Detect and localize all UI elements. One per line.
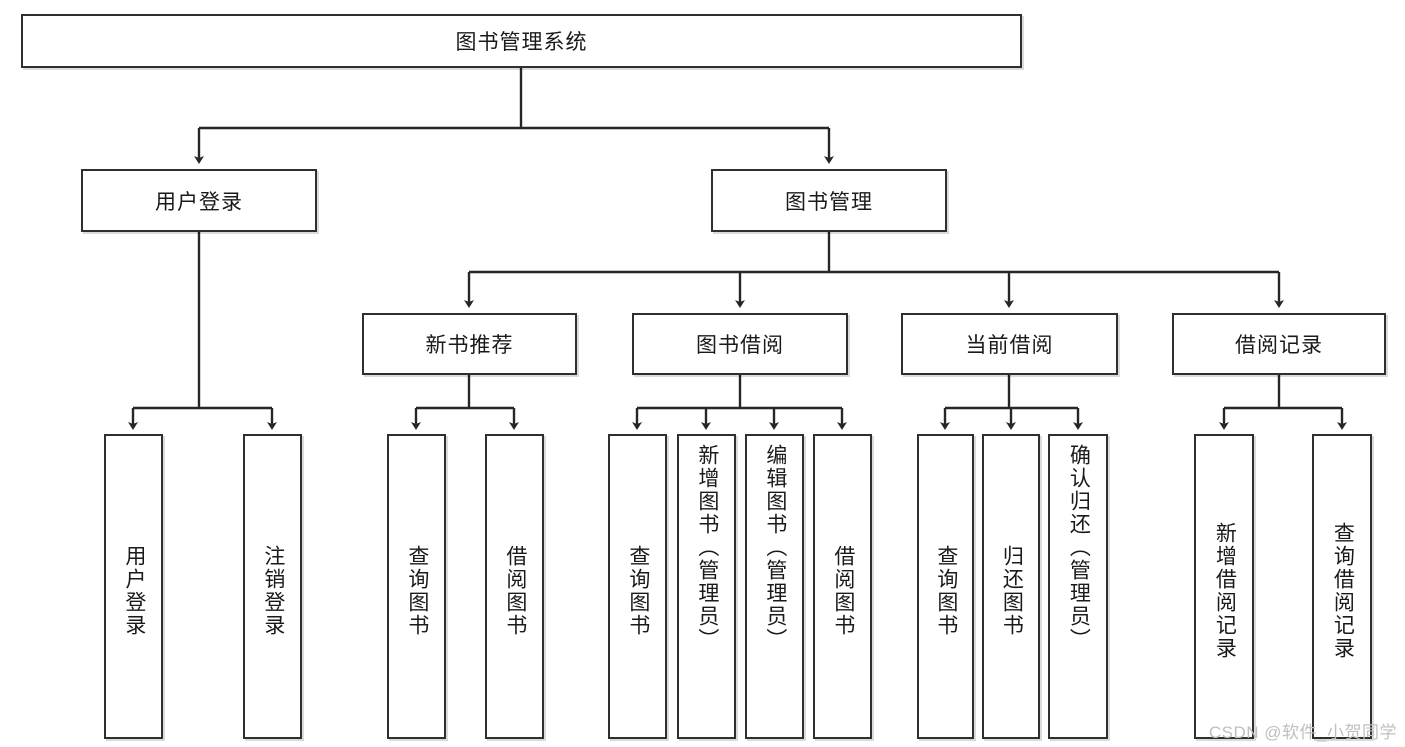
leaf-return-book[interactable]: 归还图书 [982, 434, 1040, 739]
node-label: 图书管理系统 [455, 31, 588, 54]
leaf-borrow-book[interactable]: 借阅图书 [813, 434, 872, 739]
leaf-query-borrow-record[interactable]: 查询借阅记录 [1312, 434, 1372, 739]
node-label: 借阅图书 [503, 544, 527, 637]
node-label: 图书管理 [785, 190, 873, 214]
node-label: 查询借阅记录 [1331, 521, 1355, 660]
node-label: 查询图书 [934, 544, 958, 637]
node-user-login[interactable]: 用户登录 [81, 169, 317, 232]
leaf-label-wrap: 查询图书 [389, 444, 444, 737]
leaf-label-wrap: 借阅图书 [815, 444, 870, 737]
leaf-borrow-book-recommend[interactable]: 借阅图书 [485, 434, 544, 739]
node-borrow-record[interactable]: 借阅记录 [1172, 313, 1386, 375]
node-label: 图书借阅 [696, 334, 784, 357]
leaf-label-wrap: 新增图书（管理员） [679, 444, 734, 737]
node-label: 借阅图书 [831, 544, 855, 637]
node-label: 用户登录 [155, 190, 243, 214]
leaf-label-wrap: 查询图书 [919, 444, 972, 737]
node-label: 当前借阅 [965, 334, 1054, 357]
node-label: 新书推荐 [425, 334, 514, 357]
node-root[interactable]: 图书管理系统 [21, 14, 1022, 68]
node-new-book-recommend[interactable]: 新书推荐 [362, 313, 577, 375]
node-label: 借阅记录 [1235, 334, 1323, 357]
node-label: 确认归还（管理员） [1067, 444, 1091, 651]
node-label: 归还图书 [1000, 544, 1024, 637]
leaf-label-wrap: 用户登录 [106, 444, 161, 737]
leaf-query-book-current[interactable]: 查询图书 [917, 434, 974, 739]
leaf-label-wrap: 注销登录 [245, 444, 300, 737]
node-label: 查询图书 [626, 544, 650, 637]
leaf-label-wrap: 确认归还（管理员） [1050, 444, 1106, 737]
leaf-label-wrap: 归还图书 [984, 444, 1038, 737]
node-label: 新增图书（管理员） [695, 444, 719, 651]
node-label: 注销登录 [261, 544, 285, 637]
leaf-label-wrap: 借阅图书 [487, 444, 542, 737]
node-book-borrow[interactable]: 图书借阅 [632, 313, 848, 375]
node-label: 查询图书 [405, 544, 429, 637]
node-label: 用户登录 [122, 544, 146, 637]
node-label: 编辑图书（管理员） [763, 444, 787, 651]
leaf-edit-book-admin[interactable]: 编辑图书（管理员） [745, 434, 804, 739]
leaf-query-book-recommend[interactable]: 查询图书 [387, 434, 446, 739]
leaf-logout[interactable]: 注销登录 [243, 434, 302, 739]
leaf-label-wrap: 编辑图书（管理员） [747, 444, 802, 737]
leaf-label-wrap: 新增借阅记录 [1196, 444, 1252, 737]
node-book-management[interactable]: 图书管理 [711, 169, 947, 232]
node-current-borrow[interactable]: 当前借阅 [901, 313, 1118, 375]
leaf-query-book-borrow[interactable]: 查询图书 [608, 434, 667, 739]
leaf-label-wrap: 查询图书 [610, 444, 665, 737]
leaf-label-wrap: 查询借阅记录 [1314, 444, 1370, 737]
leaf-add-borrow-record[interactable]: 新增借阅记录 [1194, 434, 1254, 739]
csdn-watermark: CSDN @软件_小贺同学 [1208, 723, 1397, 742]
leaf-add-book-admin[interactable]: 新增图书（管理员） [677, 434, 736, 739]
node-label: 新增借阅记录 [1213, 521, 1237, 660]
leaf-confirm-return-admin[interactable]: 确认归还（管理员） [1048, 434, 1108, 739]
leaf-user-login[interactable]: 用户登录 [104, 434, 163, 739]
